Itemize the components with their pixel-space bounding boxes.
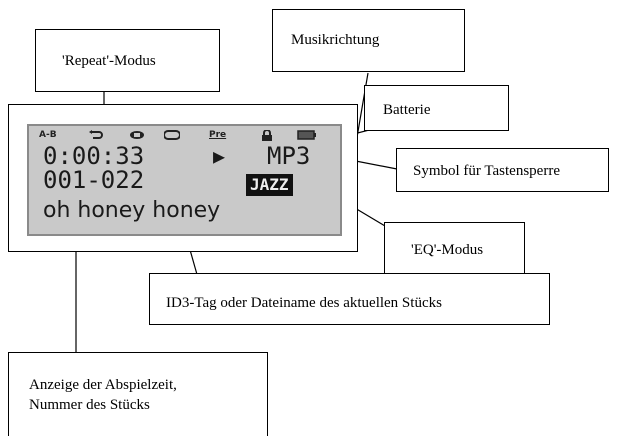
song-title-display: oh honey honey xyxy=(43,198,221,223)
eq-display: JAZZ xyxy=(246,174,293,196)
battery-icon xyxy=(297,130,317,143)
callout-key-lock-label: Symbol für Tastensperre xyxy=(413,163,560,179)
callout-battery-label: Batterie xyxy=(383,102,431,118)
track-number-display: 001-022 xyxy=(43,166,145,194)
callout-repeat-mode-label: 'Repeat'-Modus xyxy=(62,53,156,69)
callout-playtime: Anzeige der Abspielzeit, Nummer des Stüc… xyxy=(8,352,268,436)
callout-playtime-line2: Nummer des Stücks xyxy=(29,397,150,413)
callout-eq-mode-label: 'EQ'-Modus xyxy=(411,242,484,258)
format-display: MP3 xyxy=(267,142,311,170)
preset-indicator: Pre xyxy=(209,130,227,140)
callout-genre-label: Musikrichtung xyxy=(291,32,380,48)
callout-genre: Musikrichtung xyxy=(272,9,465,72)
callout-eq-mode: 'EQ'-Modus xyxy=(384,222,525,282)
callout-id3-tag-label: ID3-Tag oder Dateiname des aktuellen Stü… xyxy=(166,295,442,311)
lock-icon xyxy=(261,129,273,144)
playtime-display: 0:00:33 xyxy=(43,142,145,170)
callout-playtime-line1: Anzeige der Abspielzeit, xyxy=(29,377,177,393)
callout-battery: Batterie xyxy=(364,85,509,131)
play-icon: ▶ xyxy=(213,144,226,168)
callout-repeat-mode: 'Repeat'-Modus xyxy=(35,29,220,92)
shuffle-icon xyxy=(129,130,145,143)
repeat-icon xyxy=(89,130,103,143)
ab-indicator: A-B xyxy=(39,130,57,140)
repeat-one-icon xyxy=(163,130,181,143)
lcd-display: A-B Pre 0:00:33 ▶ MP3 001-022 JAZZ oh ho… xyxy=(27,124,342,236)
callout-id3-tag: ID3-Tag oder Dateiname des aktuellen Stü… xyxy=(149,273,550,325)
callout-key-lock: Symbol für Tastensperre xyxy=(396,148,609,192)
